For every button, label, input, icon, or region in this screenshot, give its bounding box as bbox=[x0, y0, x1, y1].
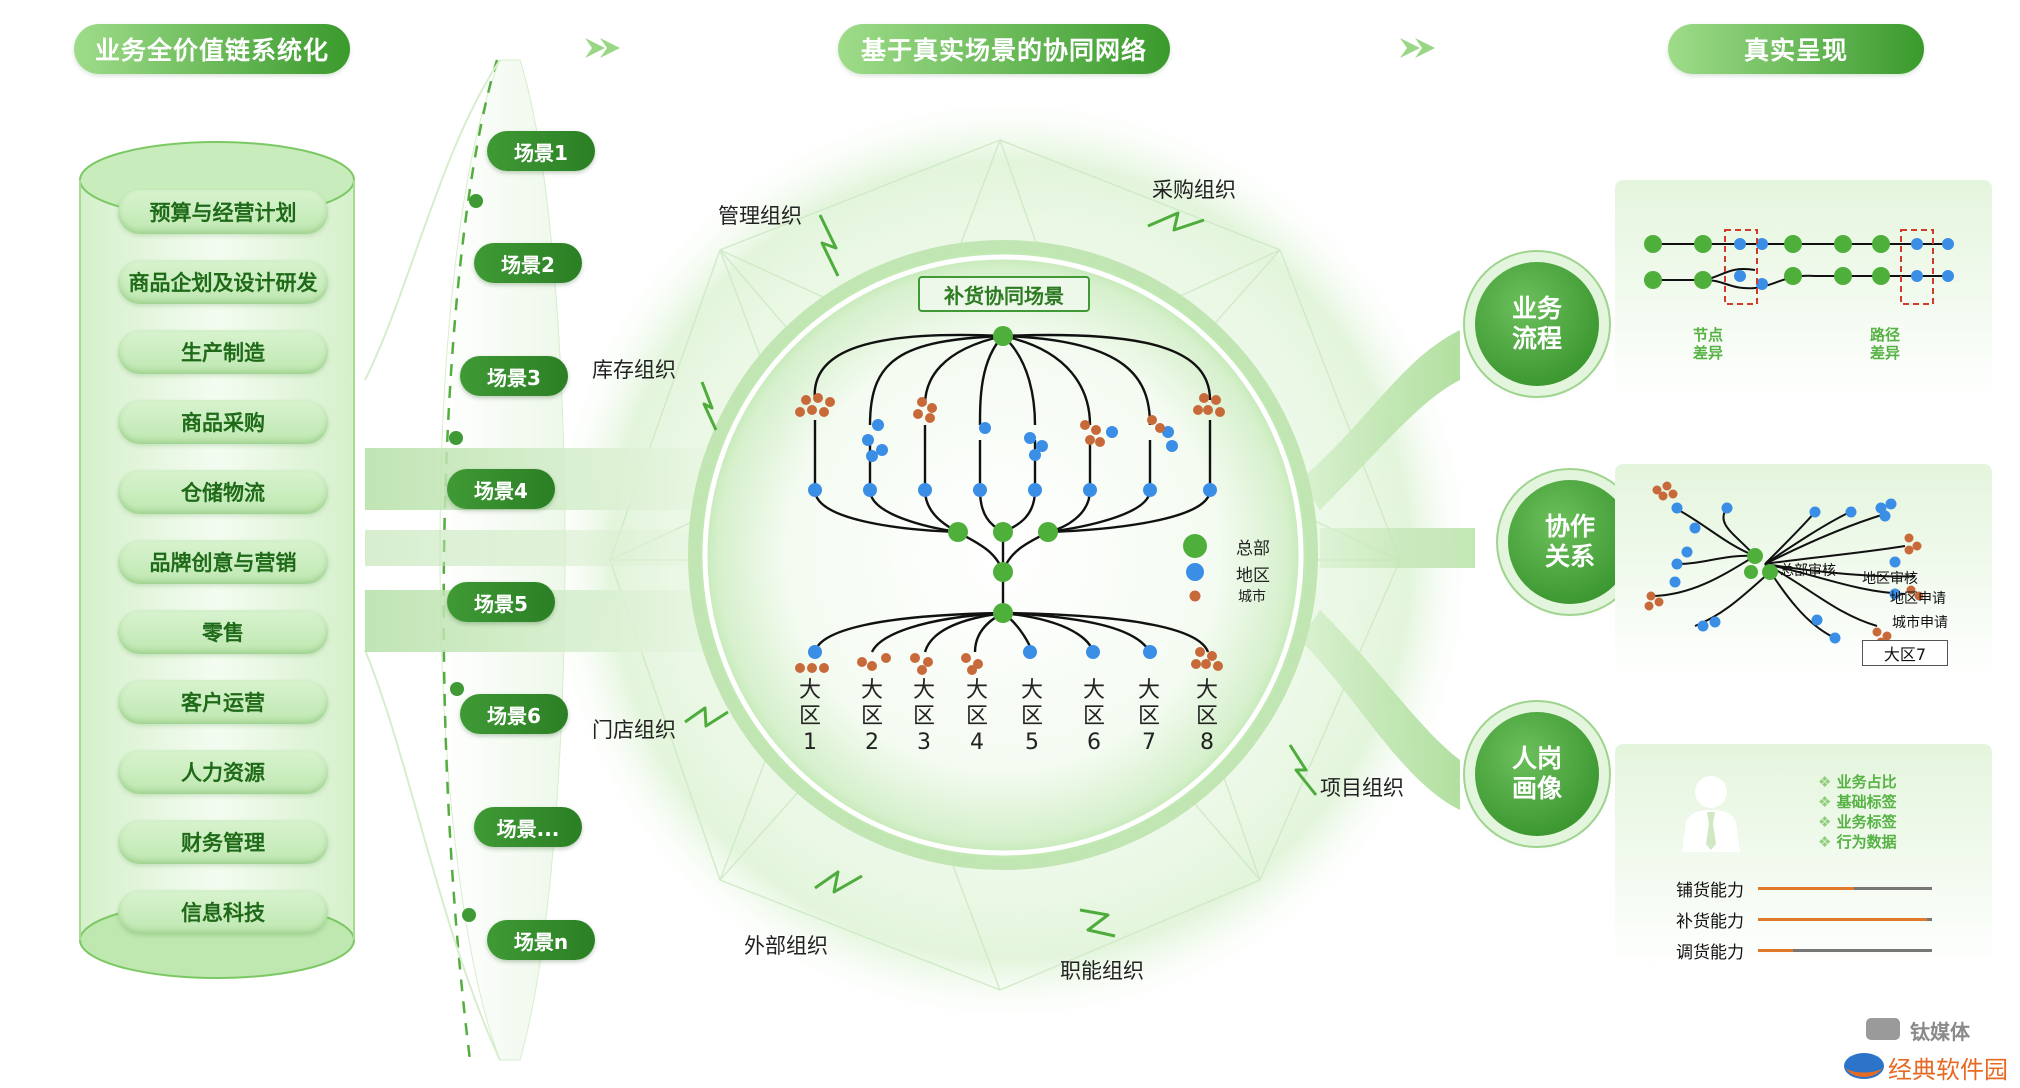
skill-label: 调货能力 bbox=[1676, 943, 1744, 963]
tag-item: ❖ 行为数据 bbox=[1818, 833, 1897, 851]
scene-pill: 场景6 bbox=[460, 694, 568, 734]
path-diff-label: 路径 差异 bbox=[1870, 326, 1901, 362]
region-audit-label: 地区审核 bbox=[1862, 571, 1918, 587]
value-chain-item: 预算与经营计划 bbox=[118, 190, 328, 234]
hq-nodes bbox=[948, 326, 1207, 623]
skill-fill bbox=[1758, 887, 1854, 890]
org-external: 外部组织 bbox=[744, 934, 828, 958]
scene-pill: 场景3 bbox=[460, 356, 568, 396]
persona-panel bbox=[1615, 744, 1992, 972]
value-chain-item: 仓储物流 bbox=[118, 470, 328, 514]
value-chain-item: 零售 bbox=[118, 610, 328, 654]
core-scene-title: 补货协同场景 bbox=[918, 276, 1090, 312]
skill-label: 补货能力 bbox=[1676, 912, 1744, 932]
region-nodes bbox=[808, 419, 1217, 659]
value-chain-item: 商品企划及设计研发 bbox=[118, 260, 328, 304]
region-apply-label: 地区申请 bbox=[1890, 591, 1946, 607]
tag-item: ❖ 业务标签 bbox=[1818, 813, 1897, 831]
scene-pill: 场景5 bbox=[447, 582, 555, 622]
business-flow-circle: 业务 流程 bbox=[1475, 262, 1599, 386]
value-chain-item: 商品采购 bbox=[118, 400, 328, 444]
value-chain-item: 客户运营 bbox=[118, 680, 328, 724]
persona-circle: 人岗 画像 bbox=[1475, 712, 1599, 836]
header-real-presentation: 真实呈现 bbox=[1668, 24, 1924, 74]
skill-track bbox=[1758, 918, 1932, 921]
skill-track bbox=[1758, 887, 1932, 890]
header-collab-network: 基于真实场景的协同网络 bbox=[838, 24, 1170, 74]
tag-item: ❖ 业务占比 bbox=[1818, 773, 1897, 791]
collaboration-graphic bbox=[1644, 481, 1924, 647]
value-chain-item: 信息科技 bbox=[118, 890, 328, 934]
org-purchasing: 采购组织 bbox=[1152, 178, 1236, 202]
skill-track bbox=[1758, 949, 1932, 952]
business-flow-panel bbox=[1615, 180, 1992, 402]
persona-tags: ❖ 业务占比 ❖ 基础标签 ❖ 业务标签 ❖ 行为数据 bbox=[1818, 772, 1897, 852]
header-value-chain: 业务全价值链系统化 bbox=[74, 24, 350, 74]
value-chain-item: 人力资源 bbox=[118, 750, 328, 794]
zone-badge: 大区7 bbox=[1862, 640, 1948, 666]
city-nodes bbox=[795, 393, 1225, 675]
business-flow-label: 业务 流程 bbox=[1511, 294, 1562, 353]
legend-hq: 总部 bbox=[1236, 539, 1270, 559]
scene-pill: 场景n bbox=[487, 920, 595, 960]
node-diff-label: 节点 差异 bbox=[1693, 326, 1724, 362]
hq-audit-label: 总部审核 bbox=[1780, 563, 1836, 579]
scene-pill: 场景... bbox=[474, 807, 582, 847]
skill-fill bbox=[1758, 918, 1927, 921]
org-store: 门店组织 bbox=[592, 718, 676, 742]
collaboration-circle: 协作 关系 bbox=[1508, 480, 1632, 604]
city-apply-label: 城市申请 bbox=[1892, 615, 1948, 631]
legend-city: 城市 bbox=[1238, 589, 1266, 605]
scene-pill: 场景4 bbox=[447, 469, 555, 509]
tag-item: ❖ 基础标签 bbox=[1818, 793, 1897, 811]
value-chain-item: 财务管理 bbox=[118, 820, 328, 864]
org-project: 项目组织 bbox=[1320, 776, 1404, 800]
value-chain-item: 生产制造 bbox=[118, 330, 328, 374]
persona-label: 人岗 画像 bbox=[1511, 744, 1562, 803]
org-functional: 职能组织 bbox=[1060, 959, 1144, 983]
skill-fill bbox=[1758, 949, 1793, 952]
site-logo-icon bbox=[1844, 1053, 1884, 1079]
watermark-brand1: 钛媒体 bbox=[1910, 1020, 1970, 1044]
value-chain-item: 品牌创意与营销 bbox=[118, 540, 328, 584]
skill-label: 铺货能力 bbox=[1676, 881, 1744, 901]
tmtpost-logo-icon bbox=[1866, 1018, 1900, 1040]
business-flow-graphic bbox=[1644, 229, 1954, 305]
watermark-brand2: 经典软件园 bbox=[1888, 1056, 2008, 1084]
org-management: 管理组织 bbox=[718, 204, 802, 228]
scene-pill: 场景2 bbox=[474, 243, 582, 283]
scene-pill: 场景1 bbox=[487, 131, 595, 171]
collaboration-label: 协作 关系 bbox=[1544, 512, 1595, 571]
person-icon bbox=[1682, 776, 1740, 852]
org-inventory: 库存组织 bbox=[592, 358, 676, 382]
legend-region: 地区 bbox=[1236, 566, 1270, 586]
